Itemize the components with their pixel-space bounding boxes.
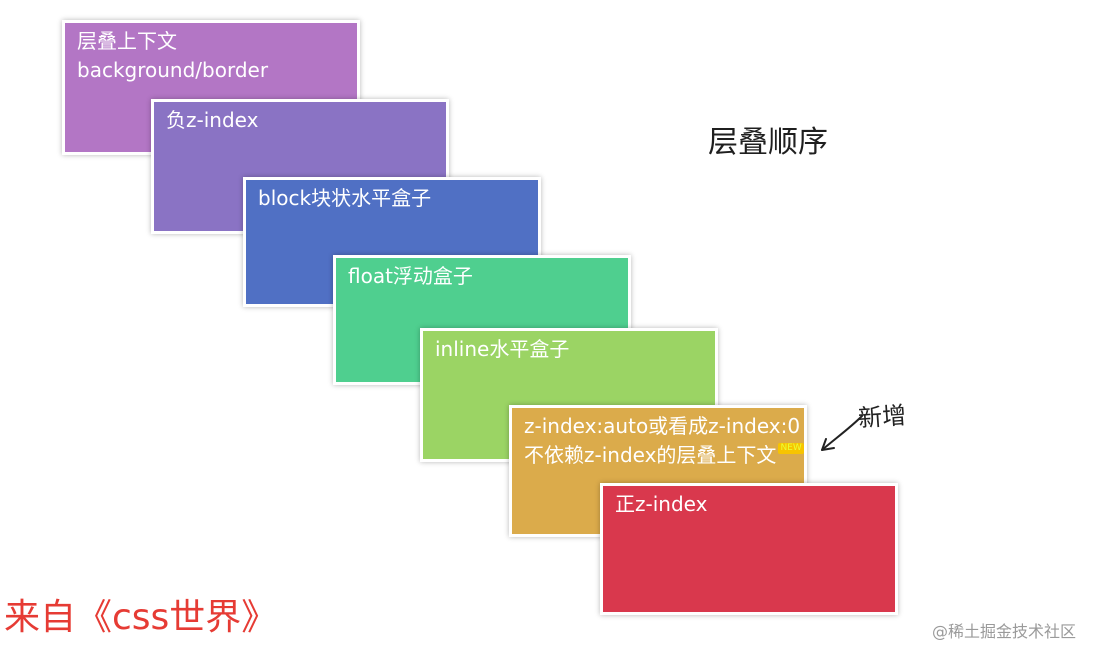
- layer-label: z-index:auto或看成z-index:0: [524, 414, 801, 438]
- layer-label: float浮动盒子: [348, 264, 473, 288]
- layer-inline-box: inline水平盒子: [420, 328, 718, 462]
- layer-label: inline水平盒子: [435, 337, 570, 361]
- layer-label: 负z-index: [166, 108, 259, 132]
- diagram-title: 层叠顺序: [708, 125, 828, 160]
- layer-positive-z-index: 正z-index: [600, 483, 898, 615]
- arrow-icon: [821, 415, 863, 451]
- annotation-new-label: 新增: [857, 401, 908, 433]
- layer-label: 正z-index: [615, 492, 708, 516]
- layer-label: block块状水平盒子: [258, 186, 432, 210]
- layer-label: background/border: [77, 58, 269, 82]
- layer-z-index-auto: z-index:auto或看成z-index:0 不依赖z-index的层叠上下…: [509, 405, 807, 537]
- layer-label: 层叠上下文: [77, 29, 177, 53]
- source-note: 来自《css世界》: [4, 597, 278, 638]
- watermark: @稀土掘金技术社区: [932, 622, 1077, 641]
- new-badge: NEW: [778, 443, 804, 454]
- layer-label: 不依赖z-index的层叠上下文: [524, 443, 777, 467]
